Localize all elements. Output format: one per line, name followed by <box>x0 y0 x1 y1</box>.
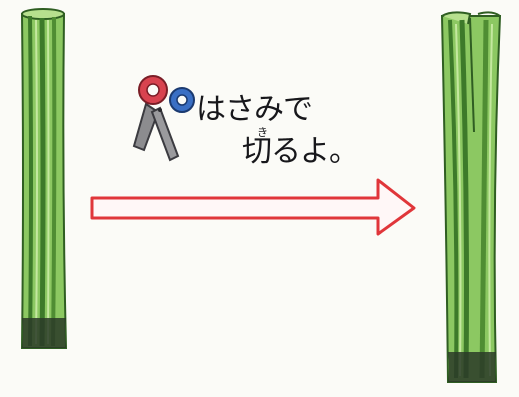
stem-after-cut <box>440 11 502 383</box>
scissors-icon <box>132 75 195 162</box>
stem-before-cut <box>20 8 68 349</box>
caption-line-1: はさみで <box>196 92 313 127</box>
caption-line-2: 切るよ。 <box>242 134 359 169</box>
caption-ruby: き <box>257 126 268 139</box>
arrow-right <box>90 178 416 236</box>
